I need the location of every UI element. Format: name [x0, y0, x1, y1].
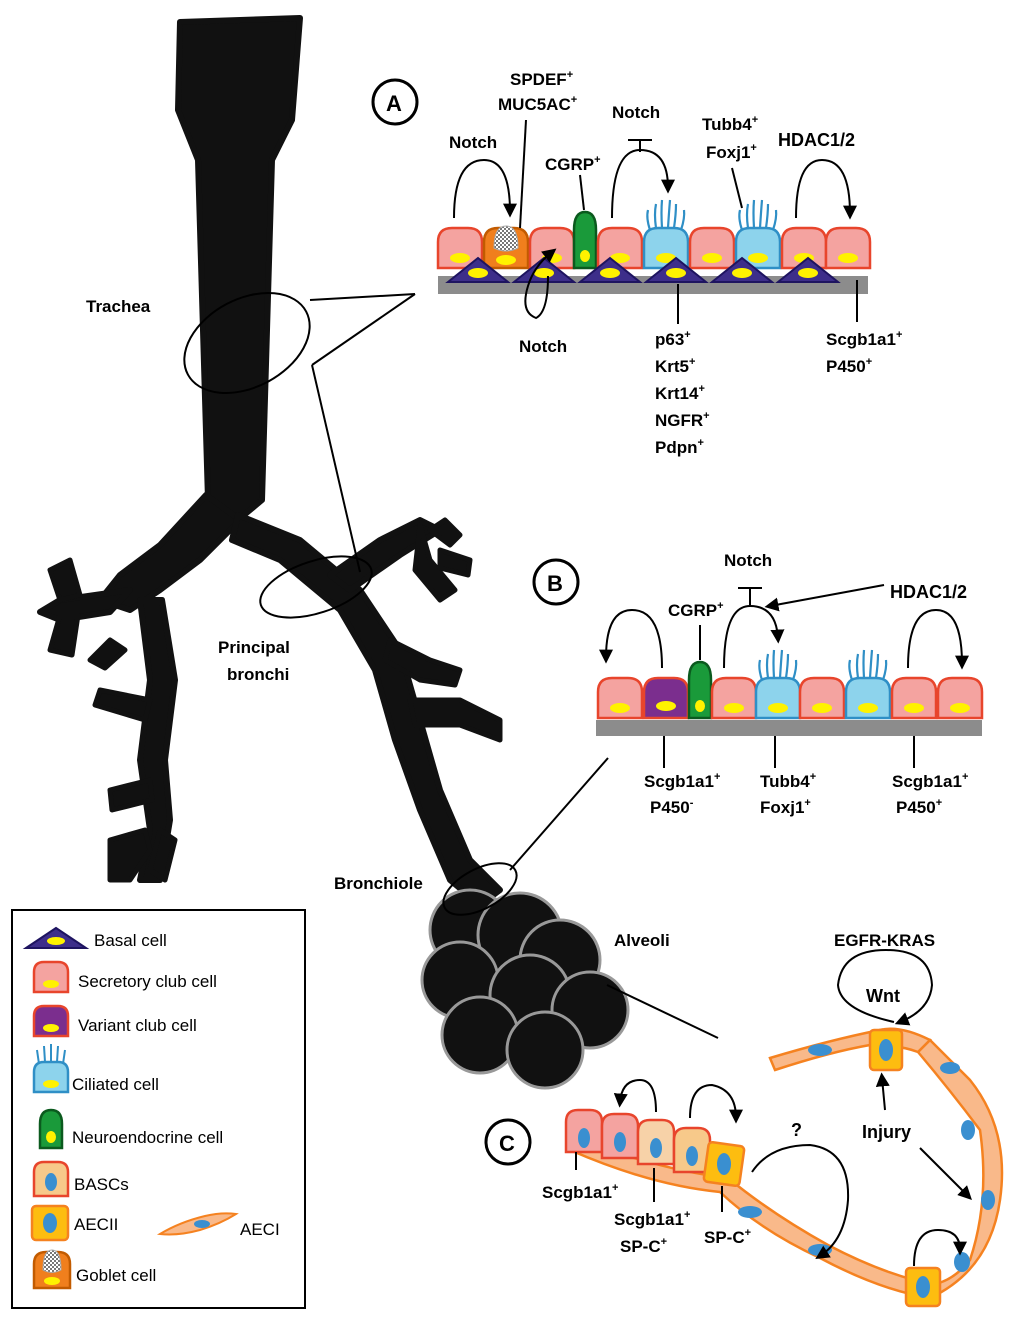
legend-basc-icon — [32, 1160, 70, 1198]
legend-aecii-icon — [30, 1204, 70, 1242]
legend-goblet-icon — [32, 1249, 72, 1290]
basal-marker-label: NGFR+ — [655, 410, 710, 430]
club-cell — [688, 226, 736, 270]
goblet-cell — [482, 225, 530, 270]
legend-label: Ciliated cell — [72, 1075, 159, 1094]
principal-label: Principal — [218, 638, 290, 657]
foxj1-label: Foxj1+ — [760, 797, 811, 817]
wnt-label: Wnt — [866, 986, 900, 1006]
muc5ac-label: MUC5AC+ — [498, 94, 577, 114]
variant-club-cell — [642, 676, 690, 720]
spdef-label: SPDEF+ — [510, 69, 573, 89]
legend-neuroendocrine-icon — [38, 1108, 64, 1150]
club-cell — [528, 226, 576, 270]
legend-variant-icon — [32, 1004, 70, 1038]
basal-marker-label: p63+ — [655, 329, 691, 349]
ciliated-cell — [844, 648, 892, 720]
p450-label: P450+ — [896, 797, 942, 817]
hdac-label: HDAC1/2 — [890, 582, 967, 602]
aecii-cell — [868, 1028, 904, 1072]
tubb4-label: Tubb4+ — [702, 114, 758, 134]
neuroendocrine-cell — [687, 660, 713, 720]
basal-marker-label: Krt5+ — [655, 356, 695, 376]
legend-label: BASCs — [74, 1175, 129, 1194]
legend-basal-icon — [22, 926, 90, 949]
legend-ciliated-icon — [32, 1044, 70, 1094]
bronchiole-label: Bronchiole — [334, 874, 423, 893]
injury-label: Injury — [862, 1122, 911, 1142]
scgb-label: Scgb1a1+ — [614, 1209, 690, 1229]
aec-nucleus — [961, 1120, 975, 1140]
bronchial-tree — [37, 15, 630, 1090]
notch-label: Notch — [724, 551, 772, 570]
legend-label: Variant club cell — [78, 1016, 197, 1035]
aec-nucleus — [738, 1206, 762, 1218]
hdac-label: HDAC1/2 — [778, 130, 855, 150]
notch-label: Notch — [519, 337, 567, 356]
foxj1-label: Foxj1+ — [706, 142, 757, 162]
legend-label: Basal cell — [94, 931, 167, 950]
alveoli-label: Alveoli — [614, 931, 670, 950]
scgb-label: Scgb1a1+ — [542, 1182, 618, 1202]
club-cell — [600, 1112, 640, 1160]
club-cell — [596, 676, 644, 720]
basal-marker-label: Pdpn+ — [655, 437, 704, 457]
scgb-label: Scgb1a1+ — [892, 771, 968, 791]
club-cell — [890, 676, 938, 720]
panel-c: C — [484, 931, 1004, 1308]
bronchi-label: bronchi — [227, 665, 289, 684]
panel-c-letter: C — [499, 1131, 515, 1156]
aecii-cell — [702, 1140, 746, 1188]
alveolus-ring — [568, 1027, 1004, 1300]
scgb-label: Scgb1a1+ — [826, 329, 902, 349]
club-cell — [710, 676, 758, 720]
notch-label: Notch — [612, 103, 660, 122]
panel-a-letter: A — [386, 91, 402, 116]
cgrp-label: CGRP+ — [668, 600, 724, 620]
legend-aeci-icon — [156, 1212, 239, 1236]
cgrp-label: CGRP+ — [545, 154, 601, 174]
zoom-callouts — [183, 292, 719, 1039]
spc-label: SP-C+ — [704, 1227, 751, 1247]
legend-label: Neuroendocrine cell — [72, 1128, 223, 1147]
club-cell — [798, 676, 846, 720]
club-cell — [824, 226, 872, 270]
basc-cell — [672, 1126, 712, 1174]
notch-label: Notch — [449, 133, 497, 152]
trachea-label: Trachea — [86, 297, 151, 316]
spc-label: SP-C+ — [620, 1236, 667, 1256]
panel-b-letter: B — [547, 571, 563, 596]
legend: Basal cell Secretory club cell Variant c… — [11, 909, 306, 1309]
question-label: ? — [791, 1120, 802, 1140]
panel-b: B Notch HDAC1/2 — [532, 551, 984, 817]
aec-nucleus — [808, 1044, 832, 1056]
club-cell — [564, 1108, 604, 1154]
aec-nucleus — [940, 1062, 960, 1074]
basc-cell — [636, 1118, 676, 1166]
aec-nucleus — [981, 1190, 995, 1210]
basement-membrane-b — [596, 720, 982, 736]
basal-marker-label: Krt14+ — [655, 383, 705, 403]
p450-label: P450- — [650, 797, 694, 817]
legend-label: AECII — [74, 1215, 118, 1234]
ciliated-cell — [642, 198, 690, 270]
legend-club-icon — [32, 960, 70, 994]
aecii-cell — [904, 1266, 942, 1308]
egfr-kras-label: EGFR-KRAS — [834, 931, 935, 950]
neuroendocrine-cell — [572, 210, 598, 270]
ciliated-cell — [754, 648, 802, 720]
legend-label: AECI — [240, 1220, 280, 1239]
club-cell — [936, 676, 984, 720]
legend-label: Goblet cell — [76, 1266, 156, 1285]
scgb-label: Scgb1a1+ — [644, 771, 720, 791]
p450-label: P450+ — [826, 356, 872, 376]
panel-a: A — [371, 69, 902, 457]
tubb4-label: Tubb4+ — [760, 771, 816, 791]
legend-label: Secretory club cell — [78, 972, 217, 991]
aec-nucleus — [954, 1252, 970, 1272]
